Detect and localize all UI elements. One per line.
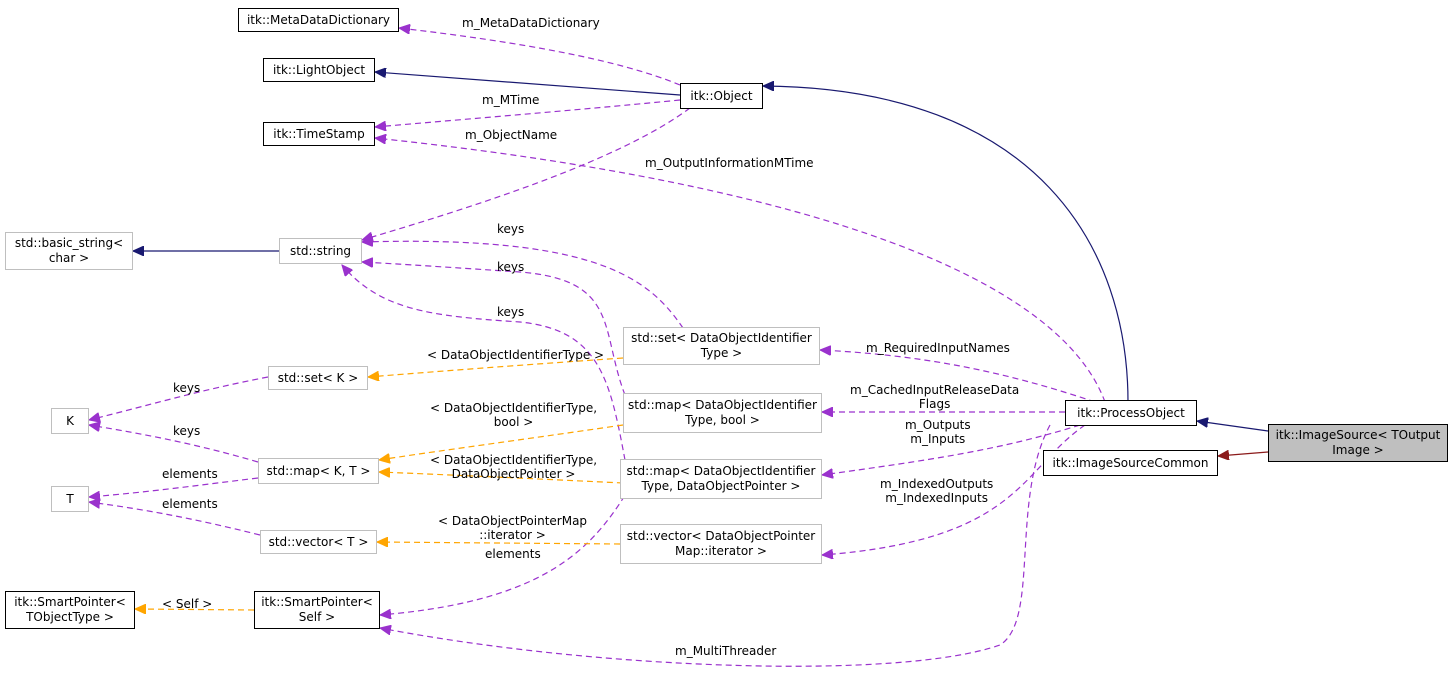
node-smartpointer-tobject[interactable]: itk::SmartPointer< TObjectType > [5,591,135,629]
edge-label-m-output-information-mtime: m_OutputInformationMTime [645,156,814,170]
edge-label-dataobjectid-pointer: < DataObjectIdentifierType, DataObjectPo… [430,453,598,481]
edge-mapbool-to-mapkt [379,424,624,460]
edge-mapkt-to-k [89,425,259,463]
node-map-kt[interactable]: std::map< K, T > [258,458,379,484]
edge-object-to-stdstring [362,107,691,240]
edge-label-elements-mapkt: elements [162,467,218,481]
node-time-stamp[interactable]: itk::TimeStamp [263,122,375,146]
edge-imagesource-to-processobject [1197,421,1269,432]
edge-setk-to-k [89,376,269,420]
edge-label-m-required-input-names: m_RequiredInputNames [866,341,1010,355]
node-smartpointer-self[interactable]: itk::SmartPointer< Self > [254,591,380,629]
edge-label-m-indexed: m_IndexedOutputs m_IndexedInputs [880,477,994,505]
node-vector-t[interactable]: std::vector< T > [260,530,377,554]
edge-processobject-to-vector [822,424,1086,555]
node-set-dataobjectid[interactable]: std::set< DataObjectIdentifier Type > [623,327,820,365]
node-image-source: itk::ImageSource< TOutput Image > [1268,424,1448,462]
edge-label-m-outputs-inputs: m_Outputs m_Inputs [905,418,971,446]
edge-vectorit-to-vectort [377,542,621,544]
edge-processobject-to-smartself [380,424,1051,667]
edge-label-keys-3: keys [497,305,525,319]
edge-setid-to-setk [368,357,624,377]
edge-mappointer-to-stdstring [342,265,626,461]
node-map-pointer[interactable]: std::map< DataObjectIdentifier Type, Dat… [620,459,822,499]
edge-label-m-multithreader: m_MultiThreader [675,644,777,658]
node-light-object[interactable]: itk::LightObject [263,58,375,82]
node-object[interactable]: itk::Object [680,83,763,109]
edge-object-to-timestamp-mtime [375,99,681,127]
edge-mapkt-to-t [89,477,259,497]
node-std-string[interactable]: std::string [279,238,362,264]
node-set-k[interactable]: std::set< K > [268,366,368,390]
edge-label-m-object-name: m_ObjectName [465,128,558,142]
node-basic-string[interactable]: std::basic_string< char > [5,232,133,270]
edge-object-to-lightobject [375,72,681,96]
edge-label-dataobjectid-bool: < DataObjectIdentifierType, bool > [430,401,598,429]
node-metadata-dictionary[interactable]: itk::MetaDataDictionary [238,8,399,32]
node-t[interactable]: T [51,486,89,512]
edge-object-to-metadatadictionary [399,28,681,86]
edge-mappointer-to-mapkt [379,472,624,484]
edge-processobject-to-object [763,86,1129,403]
edge-processobject-to-mappointer [822,424,1081,475]
edge-vector-to-t [89,502,261,536]
edge-label-m-cached-input-release: m_CachedInputReleaseData Flags [850,383,1020,411]
edge-label-keys-mapkt: keys [173,424,201,438]
edge-label-keys-setk: keys [173,381,201,395]
edge-label-elements-smart: elements [485,547,541,561]
node-vector-iterator[interactable]: std::vector< DataObjectPointer Map::iter… [620,524,822,564]
edge-setid-to-stdstring [362,241,684,329]
edge-label-dataobjectidentifiertype: < DataObjectIdentifierType > [427,348,605,362]
node-process-object[interactable]: itk::ProcessObject [1065,400,1197,426]
edge-label-elements-vector: elements [162,497,218,511]
edge-label-m-metadata-dictionary: m_MetaDataDictionary [462,16,600,30]
node-map-bool[interactable]: std::map< DataObjectIdentifier Type, boo… [623,393,822,433]
edge-label-dataobjectpointermap-iterator: < DataObjectPointerMap ::iterator > [438,514,588,542]
edge-label-keys-1: keys [497,222,525,236]
edge-mapbool-to-stdstring [362,262,626,396]
edge-processobject-to-setid [820,350,1096,403]
edge-label-self: < Self > [162,597,213,611]
edge-label-keys-2: keys [497,260,525,274]
edge-imagesource-to-imagesourcecommon [1218,452,1269,456]
node-k[interactable]: K [51,408,89,434]
node-image-source-common[interactable]: itk::ImageSourceCommon [1043,450,1218,476]
edge-label-m-mtime: m_MTime [482,93,540,107]
edge-processobject-to-timestamp [375,138,1106,403]
